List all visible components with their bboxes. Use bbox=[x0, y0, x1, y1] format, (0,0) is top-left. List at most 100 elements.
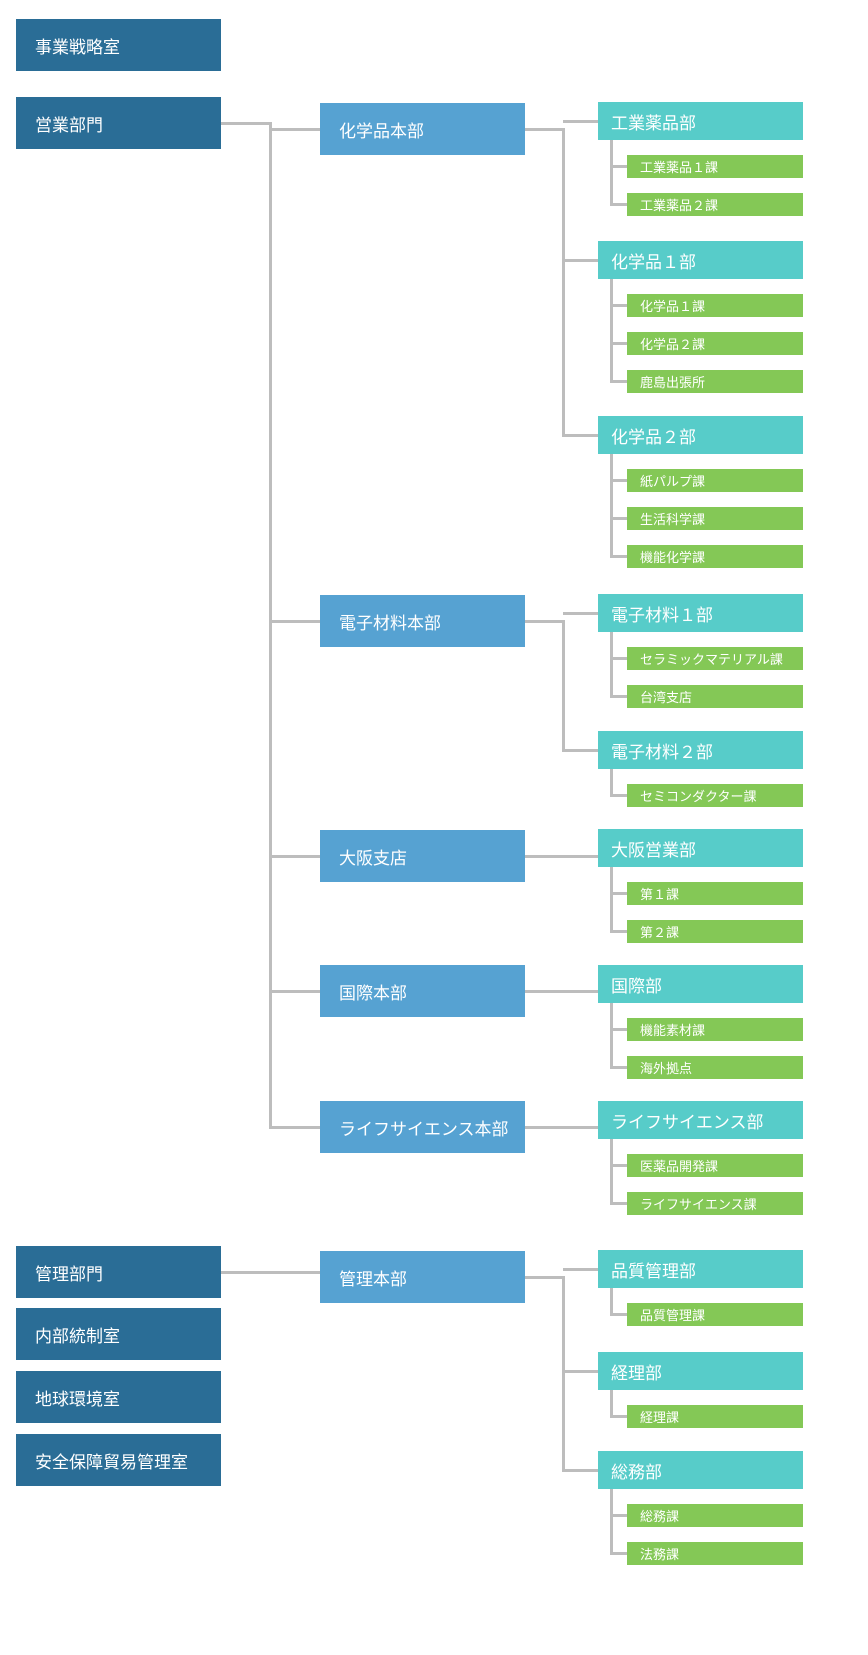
connector-line bbox=[611, 1028, 627, 1031]
division-box: 営業部門 bbox=[16, 97, 221, 149]
connector-line bbox=[270, 854, 320, 858]
connector-line bbox=[563, 748, 598, 752]
section-box: 機能化学課 bbox=[627, 545, 803, 568]
section-box: 化学品２課 bbox=[627, 332, 803, 355]
headquarters-box: 化学品本部 bbox=[320, 103, 525, 155]
department-box: 工業薬品部 bbox=[598, 102, 803, 140]
connector-line bbox=[270, 1125, 320, 1129]
connector-line bbox=[611, 1552, 627, 1555]
connector-line bbox=[270, 127, 320, 131]
section-box: 工業薬品２課 bbox=[627, 193, 803, 216]
section-box: 工業薬品１課 bbox=[627, 155, 803, 178]
connector-line bbox=[611, 930, 627, 933]
headquarters-box: 電子材料本部 bbox=[320, 595, 525, 647]
office-box: 地球環境室 bbox=[16, 1371, 221, 1423]
department-box: 化学品１部 bbox=[598, 241, 803, 279]
connector-line bbox=[525, 1275, 563, 1279]
connector-line bbox=[525, 619, 563, 623]
department-box: 総務部 bbox=[598, 1451, 803, 1489]
connector-line bbox=[525, 127, 563, 131]
connector-line bbox=[609, 1139, 613, 1205]
connector-line bbox=[611, 1415, 627, 1418]
connector-line bbox=[561, 1275, 565, 1472]
section-box: 鹿島出張所 bbox=[627, 370, 803, 393]
department-box: 国際部 bbox=[598, 965, 803, 1003]
connector-line bbox=[563, 1369, 598, 1373]
headquarters-box: 管理本部 bbox=[320, 1251, 525, 1303]
section-box: 海外拠点 bbox=[627, 1056, 803, 1079]
section-box: ライフサイエンス課 bbox=[627, 1192, 803, 1215]
connector-line bbox=[221, 1270, 320, 1274]
headquarters-box: 大阪支店 bbox=[320, 830, 525, 882]
headquarters-box: 国際本部 bbox=[320, 965, 525, 1017]
connector-line bbox=[611, 892, 627, 895]
connector-line bbox=[268, 121, 272, 1129]
department-box: 経理部 bbox=[598, 1352, 803, 1390]
section-box: 紙パルプ課 bbox=[627, 469, 803, 492]
connector-line bbox=[563, 611, 598, 615]
connector-line bbox=[561, 127, 565, 437]
connector-line bbox=[611, 1066, 627, 1069]
section-box: 経理課 bbox=[627, 1405, 803, 1428]
connector-line bbox=[611, 657, 627, 660]
connector-line bbox=[611, 1164, 627, 1167]
section-box: 法務課 bbox=[627, 1542, 803, 1565]
connector-line bbox=[563, 1267, 598, 1271]
connector-line bbox=[611, 479, 627, 482]
connector-line bbox=[563, 119, 598, 123]
connector-line bbox=[611, 342, 627, 345]
connector-line bbox=[525, 989, 598, 993]
connector-line bbox=[611, 794, 627, 797]
connector-line bbox=[609, 632, 613, 698]
section-box: 第１課 bbox=[627, 882, 803, 905]
connector-line bbox=[270, 619, 320, 623]
department-box: 化学品２部 bbox=[598, 416, 803, 454]
connector-line bbox=[609, 1003, 613, 1069]
connector-line bbox=[563, 258, 598, 262]
connector-line bbox=[611, 555, 627, 558]
division-box: 管理部門 bbox=[16, 1246, 221, 1298]
department-box: 電子材料２部 bbox=[598, 731, 803, 769]
department-box: 品質管理部 bbox=[598, 1250, 803, 1288]
section-box: 第２課 bbox=[627, 920, 803, 943]
connector-line bbox=[611, 203, 627, 206]
connector-line bbox=[611, 165, 627, 168]
connector-line bbox=[609, 1489, 613, 1555]
connector-line bbox=[563, 433, 598, 437]
connector-line bbox=[611, 517, 627, 520]
connector-line bbox=[611, 304, 627, 307]
connector-line bbox=[561, 619, 565, 752]
connector-line bbox=[270, 989, 320, 993]
connector-line bbox=[609, 279, 613, 383]
section-box: セミコンダクター課 bbox=[627, 784, 803, 807]
headquarters-box: ライフサイエンス本部 bbox=[320, 1101, 525, 1153]
connector-line bbox=[609, 1390, 613, 1418]
office-box: 安全保障貿易管理室 bbox=[16, 1434, 221, 1486]
section-box: 医薬品開発課 bbox=[627, 1154, 803, 1177]
connector-line bbox=[611, 1202, 627, 1205]
office-box: 事業戦略室 bbox=[16, 19, 221, 71]
section-box: 台湾支店 bbox=[627, 685, 803, 708]
section-box: 化学品１課 bbox=[627, 294, 803, 317]
connector-line bbox=[611, 1514, 627, 1517]
connector-line bbox=[611, 380, 627, 383]
department-box: ライフサイエンス部 bbox=[598, 1101, 803, 1139]
section-box: 総務課 bbox=[627, 1504, 803, 1527]
connector-line bbox=[221, 121, 270, 125]
connector-line bbox=[609, 867, 613, 933]
department-box: 大阪営業部 bbox=[598, 829, 803, 867]
section-box: 品質管理課 bbox=[627, 1303, 803, 1326]
connector-line bbox=[611, 695, 627, 698]
connector-line bbox=[563, 1468, 598, 1472]
connector-line bbox=[609, 1288, 613, 1316]
connector-line bbox=[611, 1313, 627, 1316]
connector-line bbox=[525, 1125, 598, 1129]
connector-line bbox=[609, 140, 613, 206]
section-box: 生活科学課 bbox=[627, 507, 803, 530]
connector-line bbox=[609, 769, 613, 797]
department-box: 電子材料１部 bbox=[598, 594, 803, 632]
section-box: セラミックマテリアル課 bbox=[627, 647, 803, 670]
section-box: 機能素材課 bbox=[627, 1018, 803, 1041]
connector-line bbox=[609, 454, 613, 558]
